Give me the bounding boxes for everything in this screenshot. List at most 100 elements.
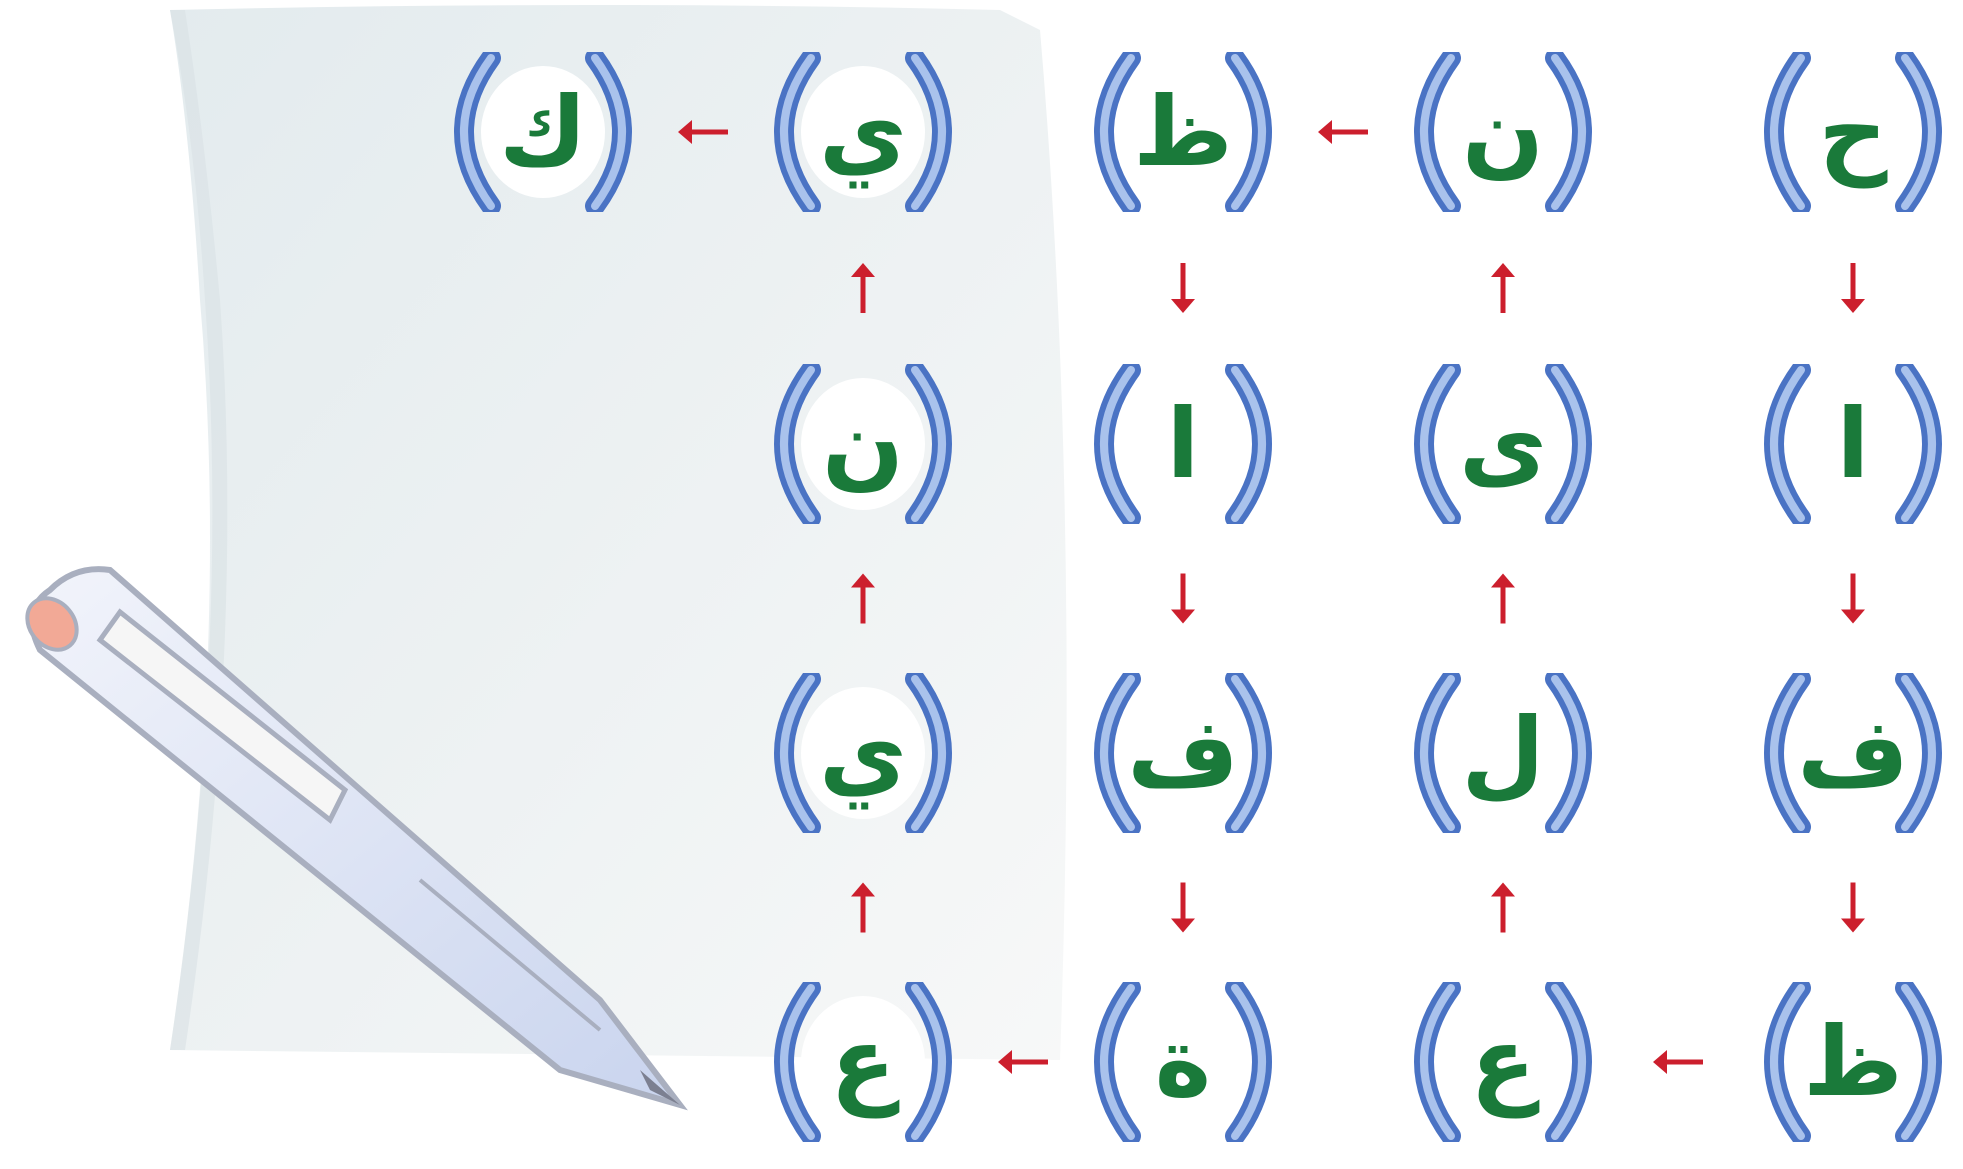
letter-cell: ي [763, 52, 963, 212]
cell-disc [801, 996, 925, 1128]
cell-disc [1121, 996, 1245, 1128]
right-bracket-highlight [1551, 675, 1586, 831]
cell-disc [801, 66, 925, 198]
left-bracket-highlight [1420, 54, 1455, 210]
cell-letter: ح [1818, 76, 1888, 188]
arrow-down-icon [1171, 573, 1195, 624]
arrow-up-icon [851, 263, 875, 313]
arrow-head [1653, 1050, 1667, 1074]
letter-cell: ظ [1753, 982, 1953, 1142]
pen-icon [25, 566, 688, 1111]
cell-letter: ا [1836, 388, 1870, 500]
letter-cell: ي [763, 673, 963, 833]
right-bracket-highlight [911, 675, 946, 831]
cell-letter: ن [822, 388, 904, 500]
arrow-up-icon [1491, 882, 1515, 933]
cell-disc [1441, 687, 1565, 819]
arrow-down-icon [1841, 882, 1865, 933]
bracket-pair [454, 52, 632, 212]
left-bracket-highlight [1770, 54, 1805, 210]
letter-cell: ع [1403, 982, 1603, 1142]
cell-letter: ة [1154, 1006, 1212, 1118]
cell-letter: ف [1797, 697, 1909, 809]
right-bracket-highlight [911, 366, 946, 522]
cell-disc [1791, 66, 1915, 198]
right-bracket-highlight [1901, 984, 1936, 1140]
arrow-head [678, 120, 692, 144]
bracket-pair [1414, 52, 1592, 212]
right-bracket-highlight [591, 54, 626, 210]
left-bracket-highlight [1770, 366, 1805, 522]
letter-cell: ح [1753, 52, 1953, 212]
letter-cell: ل [1403, 673, 1603, 833]
arrow-head [1491, 263, 1515, 277]
cell-disc [801, 687, 925, 819]
arrow-head [998, 1050, 1012, 1074]
right-bracket-highlight [1231, 54, 1266, 210]
cell-disc [1441, 66, 1565, 198]
arrow-head [1171, 918, 1195, 933]
arrow-head [851, 263, 875, 277]
arrow-up-icon [1491, 573, 1515, 624]
bracket-pair [1414, 364, 1592, 524]
bracket-pair [1764, 982, 1942, 1142]
cell-letter: ا [1166, 388, 1200, 500]
left-bracket-highlight [1420, 675, 1455, 831]
cell-disc [1441, 996, 1565, 1128]
left-bracket-highlight [1100, 984, 1135, 1140]
cell-letter: ك [499, 76, 587, 188]
cell-disc [1121, 66, 1245, 198]
arrow-left-icon [998, 1050, 1048, 1074]
letter-cell: ك [443, 52, 643, 212]
bracket-pair [1094, 364, 1272, 524]
bracket-pair [774, 673, 952, 833]
bracket-pair [1764, 364, 1942, 524]
cell-disc [1791, 378, 1915, 510]
arrow-left-icon [678, 120, 728, 144]
right-bracket-highlight [1551, 984, 1586, 1140]
arrow-head [1318, 120, 1332, 144]
bracket-pair [1764, 52, 1942, 212]
left-bracket-highlight [780, 54, 815, 210]
right-bracket-highlight [1901, 366, 1936, 522]
cell-disc [1121, 687, 1245, 819]
cell-disc [481, 66, 605, 198]
arrow-head [851, 882, 875, 897]
bracket-pair [1094, 673, 1272, 833]
arrow-down-icon [1841, 263, 1865, 313]
right-bracket-highlight [1551, 366, 1586, 522]
letter-cell: ا [1753, 364, 1953, 524]
left-bracket-highlight [1420, 366, 1455, 522]
left-bracket-highlight [780, 366, 815, 522]
left-bracket-highlight [780, 675, 815, 831]
left-bracket-highlight [1100, 54, 1135, 210]
left-bracket-highlight [1770, 675, 1805, 831]
cell-letter: ظ [1133, 76, 1233, 188]
right-bracket-highlight [911, 984, 946, 1140]
arrow-head [1171, 299, 1195, 313]
cell-disc [1791, 996, 1915, 1128]
letter-cell: ع [763, 982, 963, 1142]
arrow-up-icon [1491, 263, 1515, 313]
arrow-head [1491, 573, 1515, 588]
bracket-pair [1094, 52, 1272, 212]
bracket-pair [1414, 673, 1592, 833]
left-bracket-highlight [1770, 984, 1805, 1140]
right-bracket-highlight [1231, 984, 1266, 1140]
left-bracket-highlight [780, 984, 815, 1140]
cell-letter: ل [1461, 697, 1545, 809]
arrow-down-icon [1171, 882, 1195, 933]
arrow-head [1491, 882, 1515, 897]
letter-cell: ة [1083, 982, 1283, 1142]
right-bracket-highlight [911, 54, 946, 210]
right-bracket-highlight [1901, 54, 1936, 210]
arrow-up-icon [851, 573, 875, 624]
cell-letter: ع [830, 1006, 896, 1118]
letter-cell: ف [1753, 673, 1953, 833]
left-bracket-highlight [460, 54, 495, 210]
right-bracket-highlight [1231, 366, 1266, 522]
bracket-pair [1094, 982, 1272, 1142]
left-bracket-highlight [1420, 984, 1455, 1140]
cell-disc [801, 378, 925, 510]
